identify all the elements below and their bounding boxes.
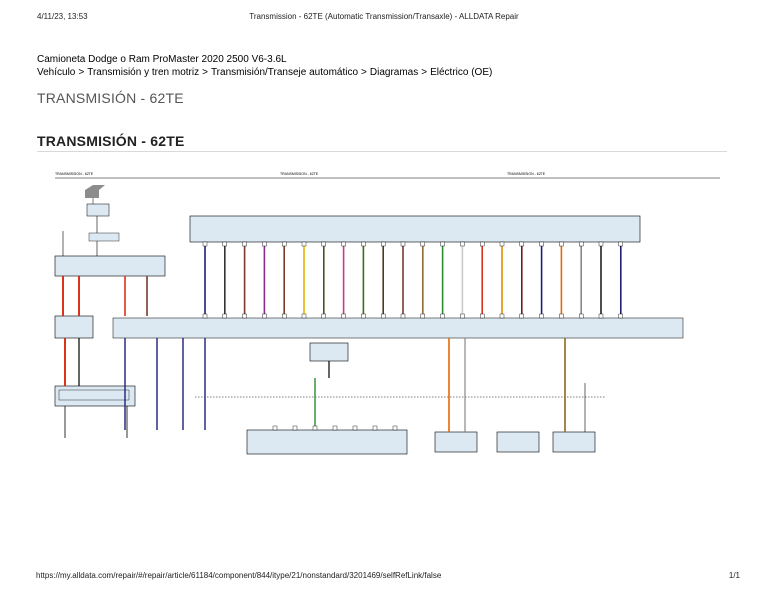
- wire-group: [202, 241, 623, 319]
- print-page-number: 1/1: [728, 571, 740, 580]
- speed-sensor-module: [552, 431, 596, 453]
- battery-symbol: [85, 185, 105, 190]
- section-title: TRANSMISIÓN - 62TE: [37, 90, 184, 106]
- sheet-label: TRANSMISSION - 62TE: [507, 172, 546, 176]
- sensor-module: [309, 342, 349, 362]
- pcm-connector-top: [189, 215, 641, 243]
- connector-pin: [242, 313, 247, 319]
- breadcrumb-item[interactable]: Eléctrico (OE): [430, 67, 493, 78]
- breadcrumb-item[interactable]: Vehículo: [37, 67, 76, 78]
- connector-pin: [262, 241, 267, 247]
- connector-pin: [321, 241, 326, 247]
- connector-pin: [519, 313, 524, 319]
- connector-pin: [440, 241, 445, 247]
- wiring-diagram[interactable]: TRANSMISSION - 62TE TRANSMISSION - 62TE …: [45, 168, 725, 468]
- subsection-title: TRANSMISIÓN - 62TE: [37, 133, 185, 149]
- connector-pin: [381, 241, 386, 247]
- connector-pin: [480, 313, 485, 319]
- connector-pin: [222, 313, 228, 319]
- connector-pin: [400, 313, 406, 319]
- pin-markers: [272, 425, 398, 431]
- breadcrumb-separator: >: [361, 67, 367, 78]
- battery-symbol: [85, 190, 99, 198]
- connector-pin: [598, 313, 604, 319]
- connector-pin: [281, 313, 287, 319]
- connector-pin: [618, 313, 623, 319]
- connector-pin: [242, 241, 247, 247]
- connector-pin: [281, 241, 287, 247]
- speed-sensor-module: [496, 431, 540, 453]
- shifter-module: [54, 385, 136, 407]
- connector-pin: [202, 313, 208, 319]
- connector-pin: [202, 241, 208, 247]
- connector-pin: [321, 313, 326, 319]
- connector-pin: [499, 313, 505, 319]
- breadcrumb-item[interactable]: Transmisión y tren motriz: [87, 67, 200, 78]
- connector-pin: [381, 313, 386, 319]
- connector-pin: [361, 241, 366, 247]
- print-page-title: Transmission - 62TE (Automatic Transmiss…: [249, 12, 519, 21]
- connector-pin: [559, 241, 564, 247]
- connector-pin: [539, 241, 544, 247]
- connector-pin: [598, 241, 604, 247]
- vehicle-name: Camioneta Dodge o Ram ProMaster 2020 250…: [37, 54, 287, 65]
- breadcrumb-separator: >: [78, 67, 85, 78]
- connector-pin: [301, 313, 307, 319]
- fuse-block: [86, 203, 110, 217]
- connector-pin: [460, 313, 465, 319]
- connector-pin: [361, 313, 366, 319]
- connector-pin: [222, 241, 228, 247]
- connector-pin: [460, 241, 465, 247]
- connector-pin: [499, 241, 505, 247]
- connector-pin: [519, 241, 524, 247]
- connector-pin: [262, 313, 267, 319]
- connector-pin: [618, 241, 623, 247]
- connector-pin: [539, 313, 544, 319]
- connector-pin: [440, 313, 445, 319]
- transmission-solenoid-module: [246, 429, 408, 455]
- divider: [37, 151, 727, 152]
- sheet-label: TRANSMISSION - 62TE: [55, 172, 94, 176]
- breadcrumb-item[interactable]: Transmisión/Transeje automático: [210, 67, 359, 78]
- breadcrumb-separator: >: [421, 67, 428, 78]
- connector-pin: [420, 313, 425, 319]
- sheet-label: TRANSMISSION - 62TE: [280, 172, 319, 176]
- tipm-module: [54, 255, 166, 277]
- connector-pin: [400, 241, 406, 247]
- connector-pin: [559, 313, 564, 319]
- speed-sensor-module: [434, 431, 478, 453]
- connector-pin: [420, 241, 425, 247]
- breadcrumb-item[interactable]: Diagramas: [369, 67, 419, 78]
- breadcrumb-separator: >: [202, 67, 208, 78]
- print-url: https://my.alldata.com/repair/#/repair/a…: [36, 571, 442, 580]
- module-block: [54, 315, 94, 339]
- connector-pin: [301, 241, 307, 247]
- connector-pin: [341, 313, 346, 319]
- pcm-connector-bottom: [112, 317, 684, 339]
- breadcrumb: Vehículo>Transmisión y tren motriz>Trans…: [37, 67, 492, 78]
- connector-pin: [579, 241, 584, 247]
- connector-pin: [480, 241, 485, 247]
- connector-pin: [579, 313, 584, 319]
- connector-pin: [341, 241, 346, 247]
- connector-block: [88, 232, 120, 242]
- print-datetime: 4/11/23, 13:53: [37, 12, 88, 21]
